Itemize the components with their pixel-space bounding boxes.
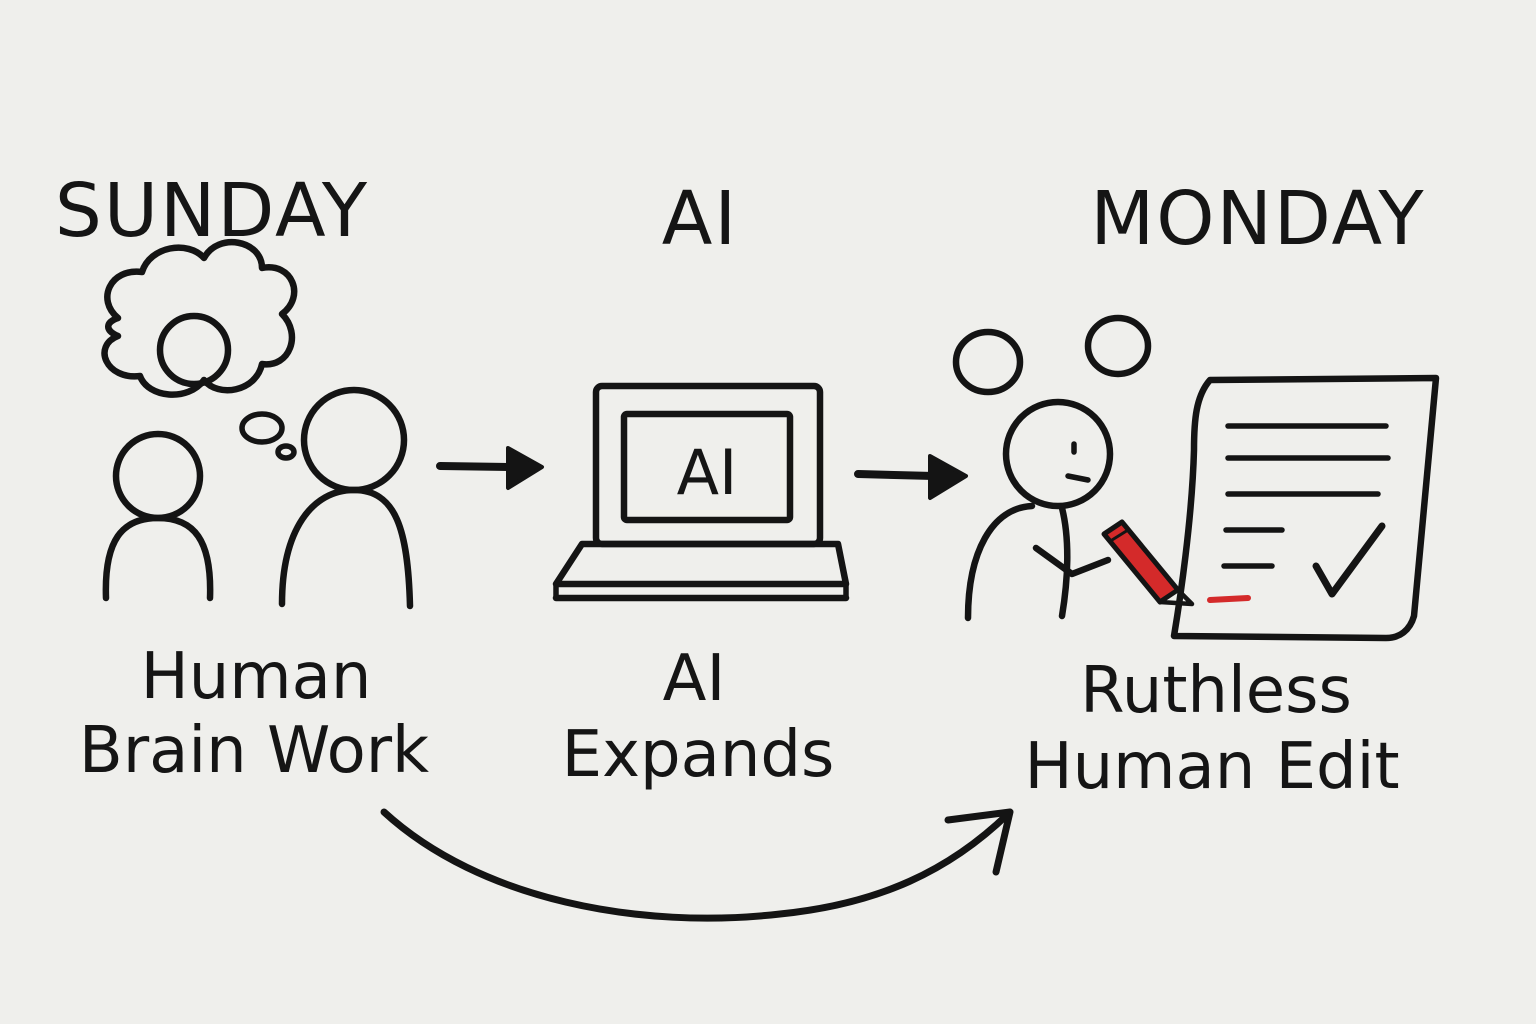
curved-arrow-icon: [380, 808, 1014, 922]
checkmark-icon: [1312, 522, 1386, 598]
person-icon-right: [278, 386, 414, 610]
caption-ai-line2: Expands: [562, 718, 835, 792]
heading-sunday: SUNDAY: [55, 168, 369, 254]
caption-monday-line2: Human Edit: [1024, 730, 1399, 804]
laptop-screen-text: AI: [677, 436, 738, 509]
heading-monday: MONDAY: [1090, 176, 1425, 262]
thought-cloud-icon: [101, 239, 298, 461]
arrow-right-icon: [854, 454, 968, 500]
caption-sunday-line2: Brain Work: [79, 714, 429, 788]
arrow-right-icon: [436, 446, 544, 490]
heading-ai: AI: [662, 176, 738, 262]
caption-monday-line1: Ruthless: [1080, 654, 1352, 728]
caption-sunday-line1: Human: [141, 640, 372, 714]
laptop-icon: [552, 382, 850, 602]
person-icon-editor: [964, 398, 1114, 622]
caption-ai-line1: AI: [663, 642, 726, 716]
person-icon-left: [102, 430, 214, 602]
document-icon: [1170, 374, 1440, 642]
thought-bubbles: [952, 314, 1152, 396]
